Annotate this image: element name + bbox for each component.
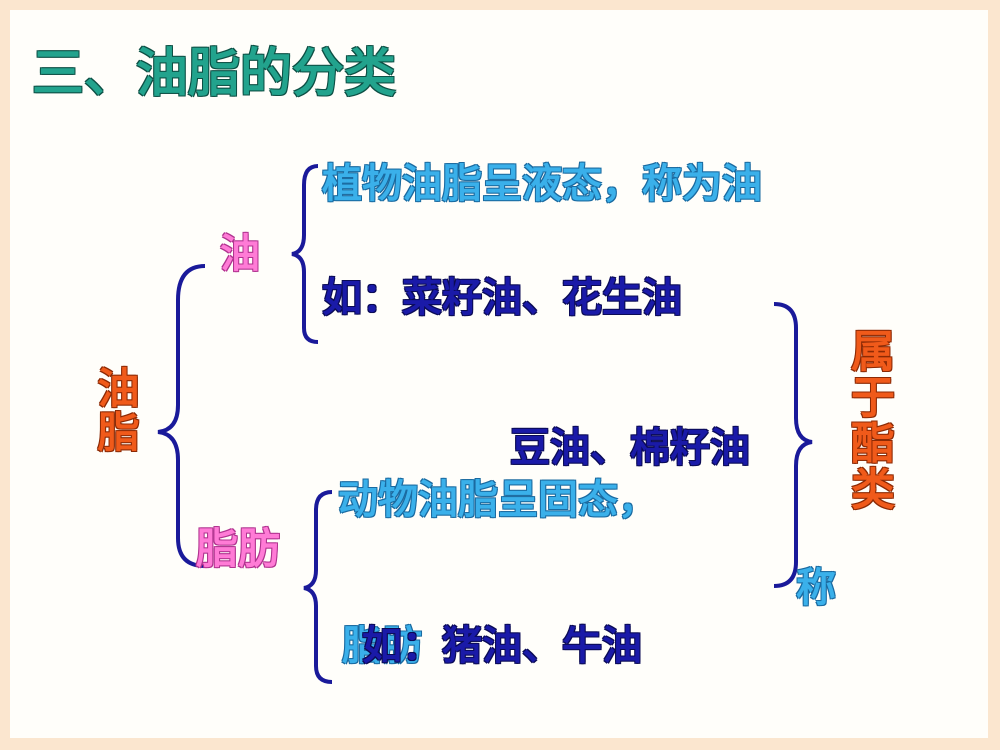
root-label: 油脂 bbox=[91, 366, 140, 454]
fat-description-word: 脂肪 bbox=[342, 623, 422, 669]
slide: 三、油脂的分类 油脂 油 植物油脂呈液态，称为油 如：菜籽油、花生油 豆油、棉籽… bbox=[10, 10, 988, 738]
fat-brace bbox=[303, 490, 333, 684]
ester-brace bbox=[773, 302, 813, 588]
main-brace bbox=[157, 264, 206, 568]
fat-description-cont: 称 bbox=[796, 565, 836, 611]
page-title: 三、油脂的分类 bbox=[32, 44, 397, 104]
oil-examples-more: 豆油、棉籽油 bbox=[510, 425, 750, 471]
oil-examples: 如：菜籽油、花生油 bbox=[322, 275, 682, 321]
fat-examples: 如：猪油、牛油 bbox=[362, 623, 642, 669]
oil-description: 植物油脂呈液态，称为油 bbox=[322, 161, 762, 207]
oil-brace bbox=[291, 164, 319, 344]
fat-description: 动物油脂呈固态， bbox=[338, 477, 658, 523]
oil-category-label: 油 bbox=[220, 231, 260, 277]
belongs-to-esters: 属于酯类 bbox=[843, 328, 894, 512]
fat-category-label: 脂肪 bbox=[196, 524, 281, 573]
bracket-lines bbox=[157, 164, 813, 684]
